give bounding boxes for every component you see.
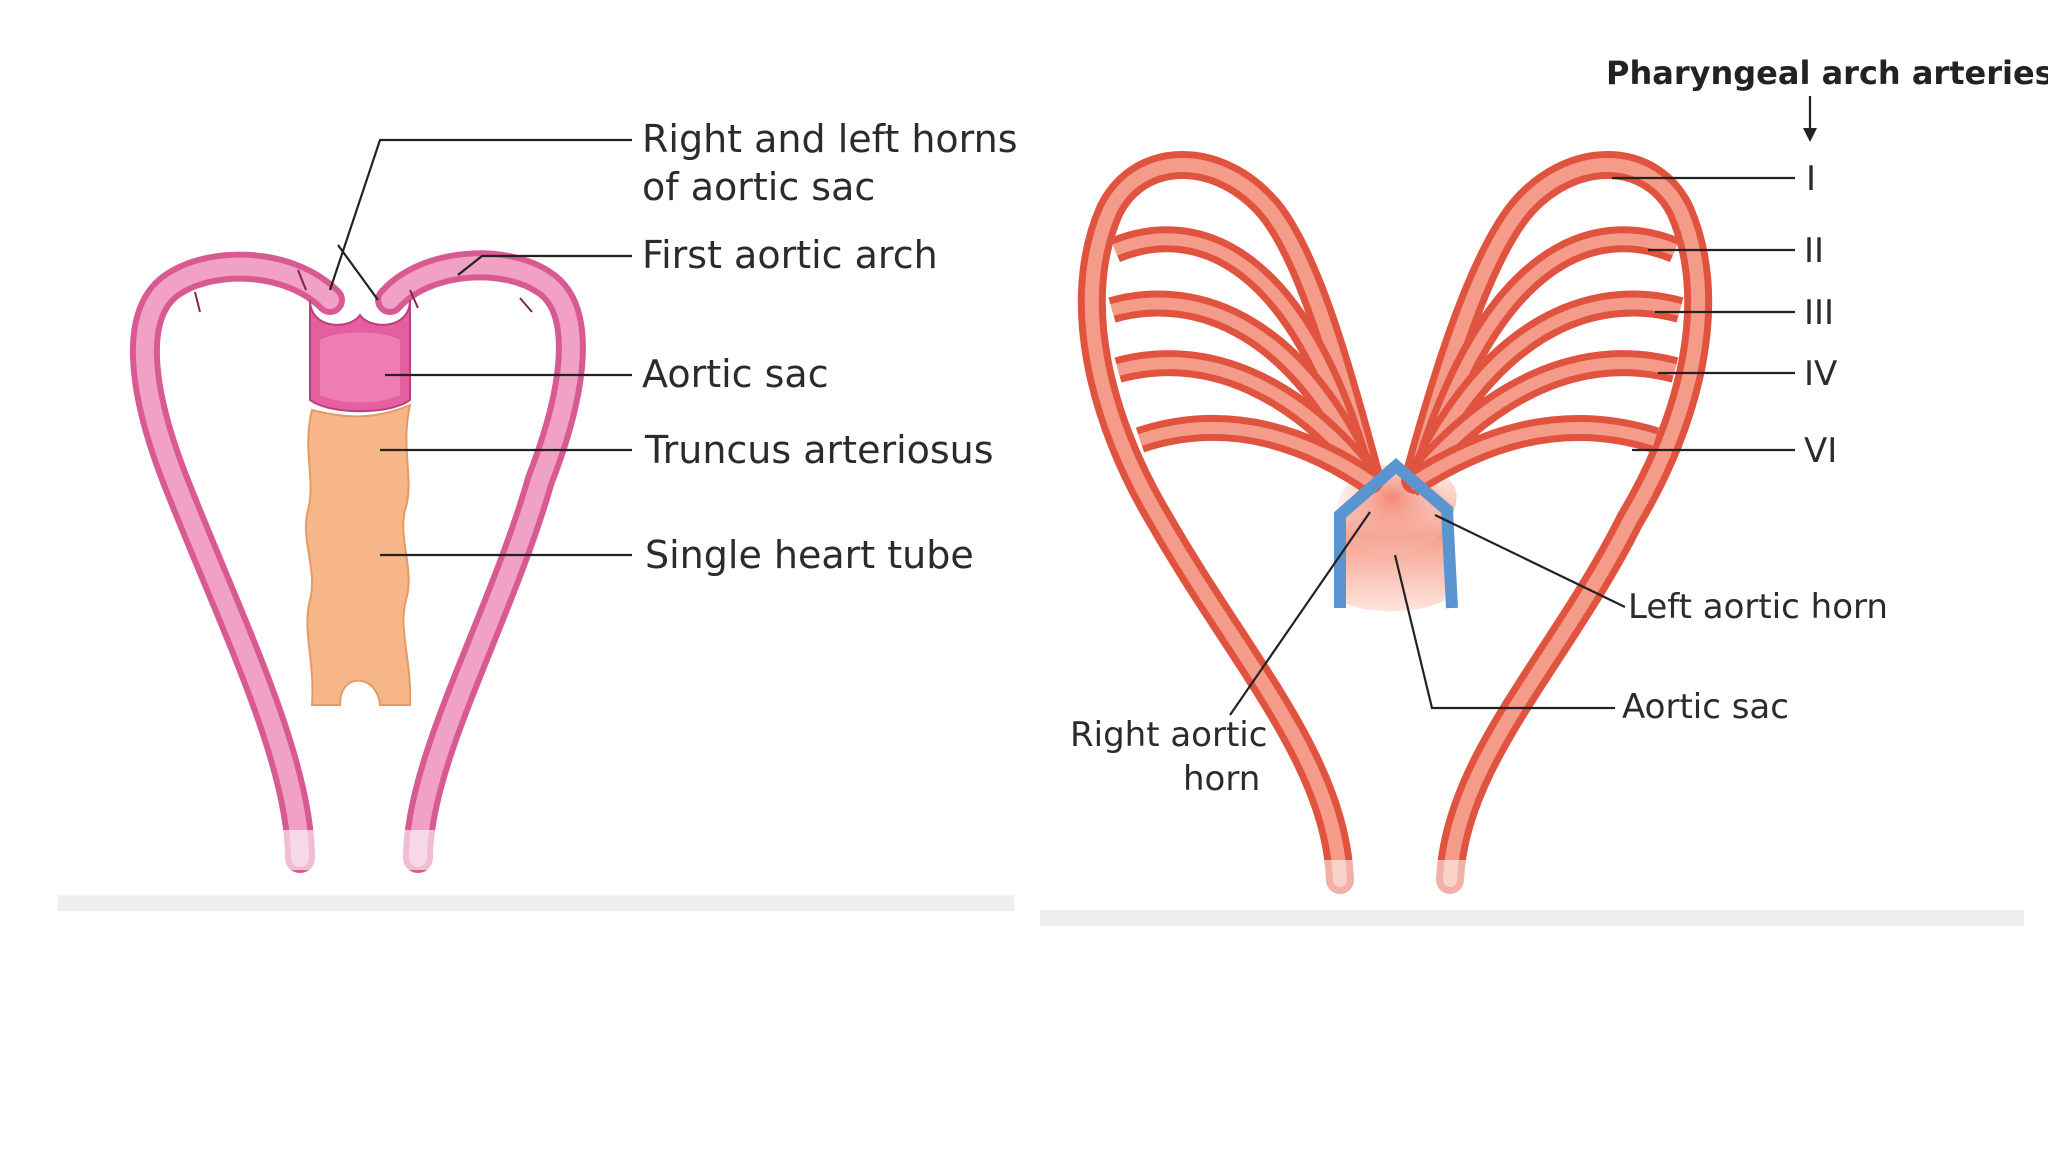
- arch-label-2: II: [1804, 231, 1824, 271]
- arch-label-3: III: [1804, 293, 1834, 333]
- label-right-aortic-horn-line2: horn: [1183, 759, 1260, 799]
- label-horns-line2: of aortic sac: [642, 165, 875, 209]
- right-figure-right-loop: [1401, 151, 1713, 894]
- label-truncus-arteriosus: Truncus arteriosus: [644, 428, 994, 472]
- right-panel-shadow: [1040, 910, 2024, 926]
- left-panel-shadow: [58, 895, 1014, 911]
- label-first-aortic-arch: First aortic arch: [642, 233, 938, 277]
- right-figure-left-loop: [1077, 151, 1384, 894]
- label-aortic-sac-right: Aortic sac: [1622, 687, 1789, 727]
- label-single-heart-tube: Single heart tube: [645, 533, 974, 577]
- label-horns-line1: Right and left horns: [642, 117, 1018, 161]
- right-vessel-loop: [375, 250, 586, 873]
- arch-label-1: I: [1806, 159, 1816, 199]
- arch-label-4: IV: [1804, 354, 1837, 394]
- blue-highlight-outline: [1334, 458, 1458, 609]
- left-heart-tube: [304, 403, 412, 706]
- arch-label-6: VI: [1804, 431, 1837, 471]
- label-aortic-sac-left: Aortic sac: [642, 352, 829, 396]
- left-vessel-loop: [130, 251, 345, 873]
- left-figure: Right and left horns of aortic sac First…: [130, 117, 1018, 873]
- label-left-aortic-horn: Left aortic horn: [1628, 587, 1888, 627]
- label-right-aortic-horn-line1: Right aortic: [1070, 715, 1267, 755]
- heading-pharyngeal-arch-arteries: Pharyngeal arch arteries: [1606, 54, 2048, 92]
- right-figure: Pharyngeal arch arteries I II III IV VI …: [1070, 54, 2048, 900]
